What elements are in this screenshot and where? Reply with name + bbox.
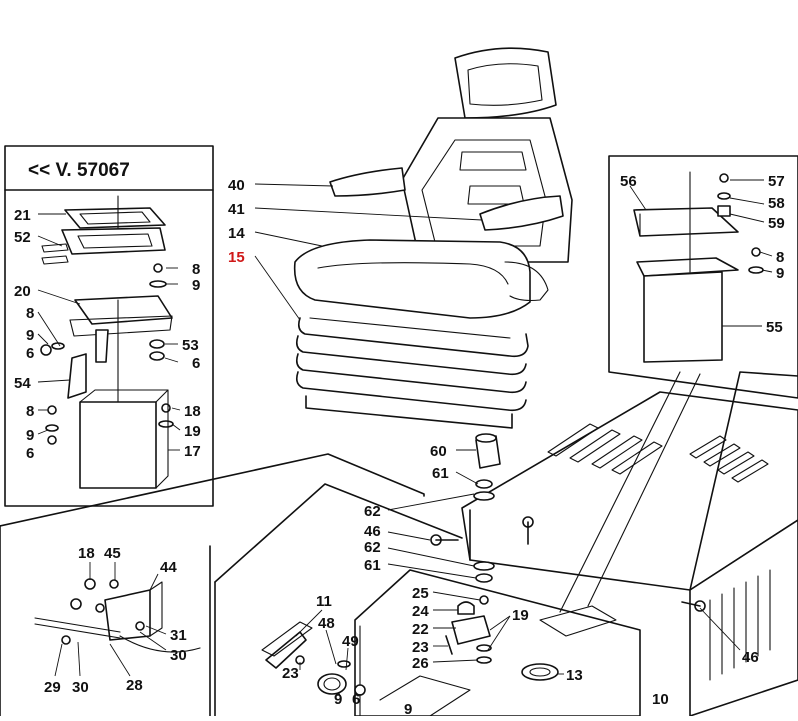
inset-right-box [608, 155, 798, 399]
callout-10: 10 [652, 691, 669, 708]
callout-9: 9 [192, 277, 200, 294]
callout-8: 8 [26, 403, 34, 420]
seat-cushion [293, 239, 531, 319]
inset-left-box: << V. 57067 [4, 145, 214, 507]
right-armrest [479, 195, 564, 231]
callout-6: 6 [26, 345, 34, 362]
callout-8: 8 [776, 249, 784, 266]
seat-base-box [79, 401, 157, 489]
seat-suspension [296, 317, 529, 429]
callout-6: 6 [26, 445, 34, 462]
callout-28: 28 [126, 677, 143, 694]
callout-15-highlighted: 15 [228, 249, 245, 266]
callout-54: 54 [14, 375, 31, 392]
callout-22: 22 [412, 621, 429, 638]
callout-8: 8 [26, 305, 34, 322]
seat-assembly [293, 47, 573, 429]
callout-17: 17 [184, 443, 201, 460]
callout-62: 62 [364, 503, 381, 520]
callout-13: 13 [566, 667, 583, 684]
callout-6: 6 [192, 355, 200, 372]
callout-30: 30 [72, 679, 89, 696]
callout-52: 52 [14, 229, 31, 246]
inset-title: << V. 57067 [28, 160, 130, 181]
callout-9: 9 [404, 701, 412, 716]
callout-31: 31 [170, 627, 187, 644]
callout-24: 24 [412, 603, 429, 620]
callout-18: 18 [78, 545, 95, 562]
callout-61: 61 [432, 465, 449, 482]
callout-60: 60 [430, 443, 447, 460]
callout-labels: 40 41 14 15 21 52 20 8 9 6 54 8 9 6 8 9 … [14, 173, 785, 718]
callout-21: 21 [14, 207, 31, 224]
callout-23: 23 [412, 639, 429, 656]
callout-55: 55 [766, 319, 783, 336]
callout-49: 49 [342, 633, 359, 650]
callout-56: 56 [620, 173, 637, 190]
inset-bottom-box [0, 453, 425, 717]
callout-23: 23 [282, 665, 299, 682]
callout-61: 61 [364, 557, 381, 574]
callout-18: 18 [184, 403, 201, 420]
callout-19: 19 [512, 607, 529, 624]
callout-6: 6 [352, 691, 360, 708]
cab-platform [214, 371, 798, 717]
floor-plate [354, 569, 641, 717]
callout-9: 9 [334, 691, 342, 708]
callout-62: 62 [364, 539, 381, 556]
callout-44: 44 [160, 559, 177, 576]
callout-59: 59 [768, 215, 785, 232]
callout-25: 25 [412, 585, 429, 602]
callout-53: 53 [182, 337, 199, 354]
callout-8: 8 [192, 261, 200, 278]
callout-14: 14 [228, 225, 245, 242]
callout-29: 29 [44, 679, 61, 696]
callout-58: 58 [768, 195, 785, 212]
callout-57: 57 [768, 173, 785, 190]
callout-20: 20 [14, 283, 31, 300]
callout-9: 9 [776, 265, 784, 282]
callout-19: 19 [184, 423, 201, 440]
callout-40: 40 [228, 177, 245, 194]
callout-41: 41 [228, 201, 245, 218]
callout-45: 45 [104, 545, 121, 562]
callout-48: 48 [318, 615, 335, 632]
main-fasteners [265, 433, 706, 696]
callout-9: 9 [26, 327, 34, 344]
callout-46: 46 [742, 649, 759, 666]
left-armrest [329, 167, 406, 197]
callout-46: 46 [364, 523, 381, 540]
callout-26: 26 [412, 655, 429, 672]
seat-column [643, 271, 723, 363]
headrest [454, 47, 557, 119]
callout-30: 30 [170, 647, 187, 664]
callout-11: 11 [316, 593, 332, 610]
callout-9: 9 [26, 427, 34, 444]
